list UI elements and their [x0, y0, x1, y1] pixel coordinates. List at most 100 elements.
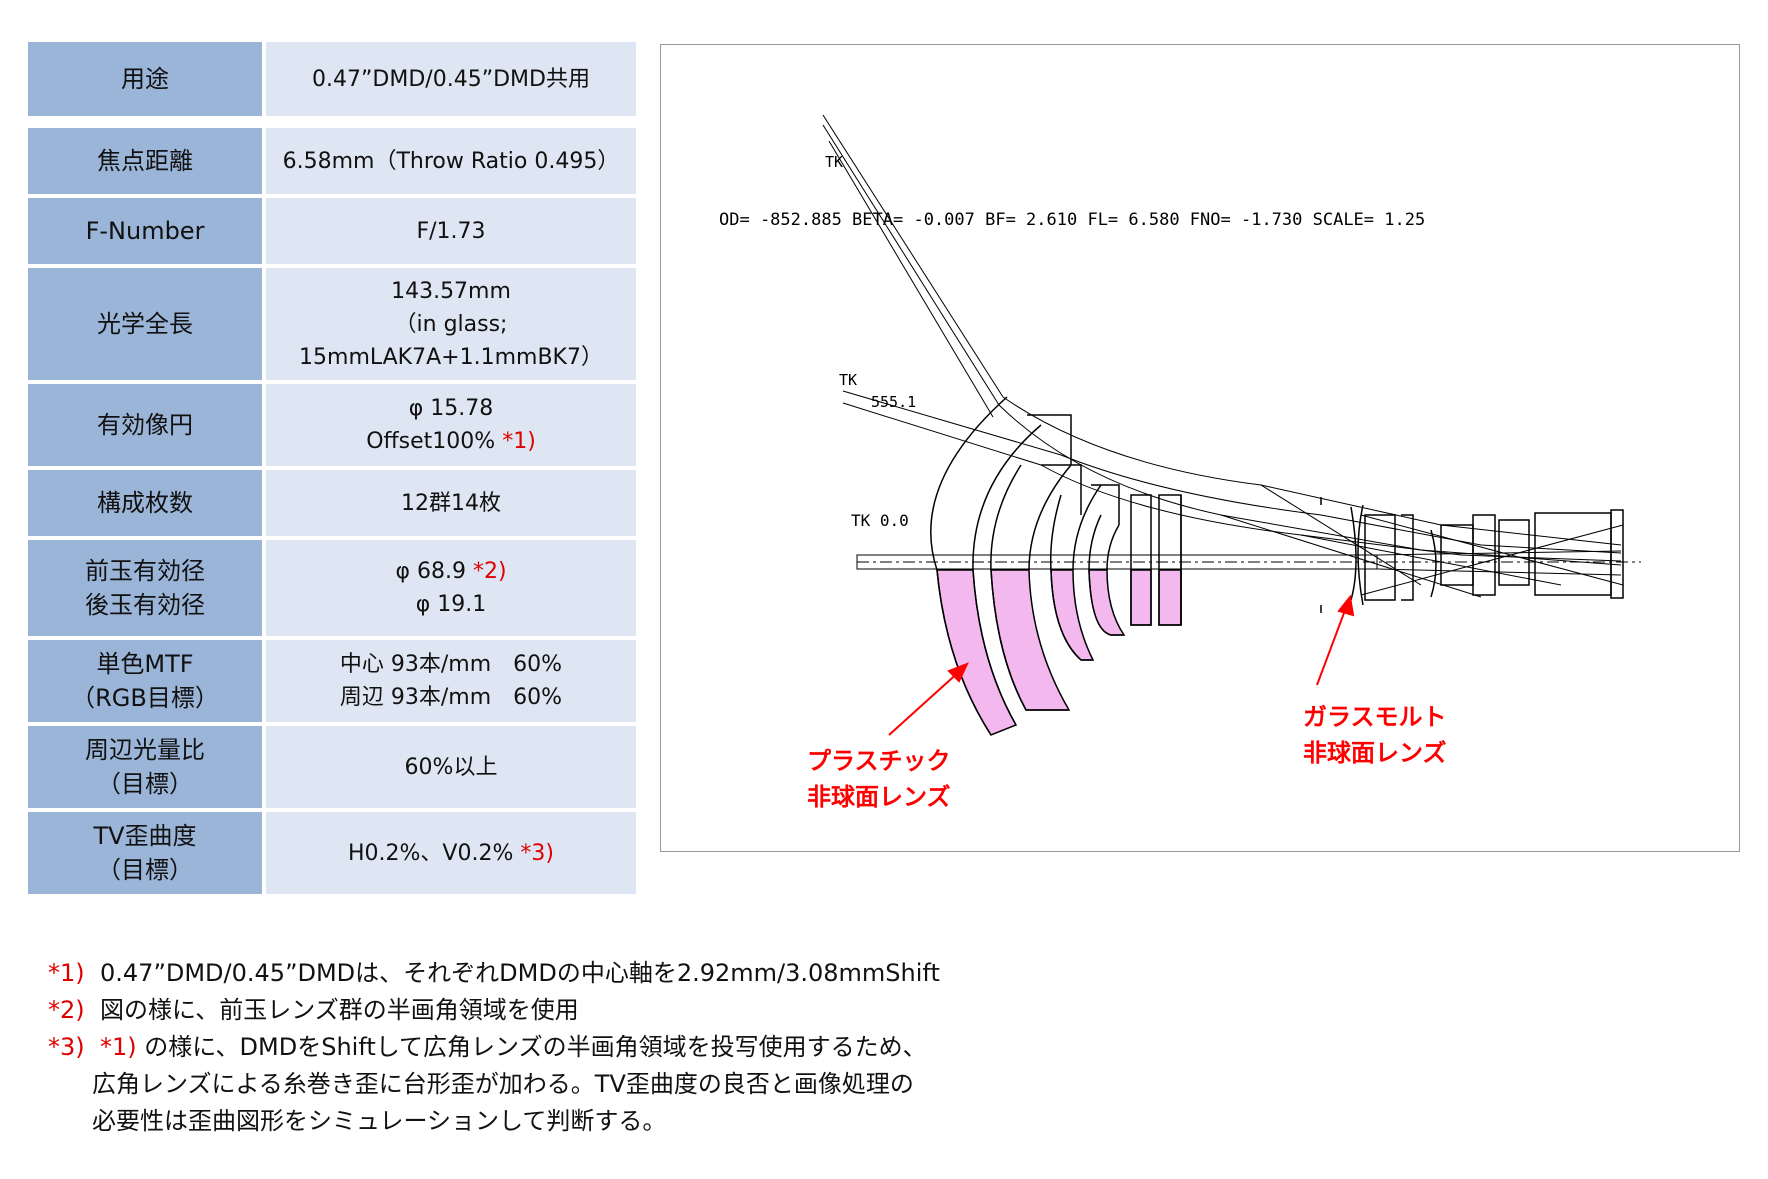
spec-row: 光学全長 143.57mm （in glass; 15mmLAK7A+1.1mmBK7…	[28, 268, 636, 384]
spec-value: 60%以上	[266, 726, 636, 812]
footnote: *2) 図の様に、前玉レンズ群の半画角領域を使用	[48, 992, 1148, 1029]
spec-row: 用途 0.47”DMD/0.45”DMD共用	[28, 42, 636, 128]
footnote: *3) *1) の様に、DMDをShiftして広角レンズの半画角領域を投写使用する…	[48, 1029, 1148, 1140]
footnote-ref: *3)	[520, 840, 554, 866]
callout-arrows	[888, 594, 1355, 736]
field-label-tk-top: TK	[825, 153, 843, 171]
spec-value-text: 0.47”DMD/0.45”DMD共用	[312, 66, 590, 92]
plastic-aspheric-highlight	[936, 569, 1182, 736]
spec-value-text: φ 68.9	[395, 559, 466, 584]
spec-label: 有効像円	[28, 384, 266, 470]
footnote-text: 図の様に、前玉レンズ群の半画角領域を使用	[100, 996, 579, 1024]
spec-label-line: （RGB目標）	[71, 684, 219, 712]
diagram-header: OD= -852.885 BETA= -0.007 BF= 2.610 FL= …	[719, 210, 1425, 230]
spec-value-text: φ 19.1	[415, 592, 487, 617]
footnote-mark: *2)	[48, 996, 85, 1024]
plastic-aspheric-label-line1: プラスチック	[807, 747, 951, 775]
spec-label-line: 焦点距離	[97, 147, 193, 175]
spec-value-text: 中心 93本/mm 60%	[339, 652, 563, 677]
spec-label-line: 用途	[121, 65, 169, 93]
spec-label-line: F-Number	[85, 217, 205, 245]
spec-value: 中心 93本/mm 60% 周辺 93本/mm 60%	[266, 640, 636, 726]
lens-layout-drawing: OD= -852.885 BETA= -0.007 BF= 2.610 FL= …	[719, 114, 1641, 811]
spec-value-line: 12群14枚	[266, 487, 636, 520]
footnote-mark: *1)	[48, 959, 85, 987]
spec-value: φ 68.9 *2) φ 19.1	[266, 540, 636, 640]
footnote-ref: *1)	[502, 429, 536, 454]
spec-label-line: 構成枚数	[97, 489, 193, 517]
spec-label: 光学全長	[28, 268, 266, 384]
spec-value: 0.47”DMD/0.45”DMD共用	[266, 42, 636, 128]
spec-value-text: 143.57mm	[391, 278, 511, 304]
spec-label: 単色MTF （RGB目標）	[28, 640, 266, 726]
footnote-text: 広角レンズによる糸巻き歪に台形歪が加わる。TV歪曲度の良否と画像処理の	[92, 1070, 914, 1098]
spec-label: TV歪曲度 （目標）	[28, 812, 266, 898]
spec-value: 6.58mm（Throw Ratio 0.495）	[266, 128, 636, 198]
footnote-ref: *1)	[100, 1033, 137, 1061]
spec-value-line: φ 19.1	[266, 588, 636, 621]
spec-row: 構成枚数 12群14枚	[28, 470, 636, 540]
spec-value-text: 周辺 93本/mm 60%	[339, 685, 563, 710]
spec-value-text: 15mmLAK7A+1.1mmBK7）	[299, 344, 603, 370]
spec-row: TV歪曲度 （目標） H0.2%、V0.2% *3)	[28, 812, 636, 898]
spec-value-text: （in glass;	[394, 311, 508, 337]
footnote-text: 必要性は歪曲図形をシミュレーションして判断する。	[92, 1107, 667, 1135]
plastic-aspheric-label-line2: 非球面レンズ	[807, 783, 951, 811]
footnote-ref: *2)	[472, 559, 507, 584]
footnote-mark: *3)	[48, 1033, 85, 1061]
field-label-tk-mid: TK	[839, 371, 857, 389]
spec-value-line: 周辺 93本/mm 60%	[266, 681, 636, 714]
spec-row: 焦点距離 6.58mm（Throw Ratio 0.495）	[28, 128, 636, 198]
spec-label-line: 有効像円	[97, 411, 193, 439]
spec-value-line: 15mmLAK7A+1.1mmBK7）	[266, 341, 636, 374]
spec-label: 構成枚数	[28, 470, 266, 540]
spec-label-line: （目標）	[97, 770, 193, 798]
spec-row: F-Number F/1.73	[28, 198, 636, 268]
spec-value: 12群14枚	[266, 470, 636, 540]
spec-label: F-Number	[28, 198, 266, 268]
spec-value: H0.2%、V0.2% *3)	[266, 812, 636, 898]
spec-value-line: H0.2%、V0.2% *3)	[266, 837, 636, 870]
spec-value-line: 6.58mm（Throw Ratio 0.495）	[266, 145, 636, 178]
lens-diagram: OD= -852.885 BETA= -0.007 BF= 2.610 FL= …	[660, 44, 1740, 852]
footnote-text: 0.47”DMD/0.45”DMDは、それぞれDMDの中心軸を2.92mm/3.…	[100, 959, 940, 987]
spec-label-line: 周辺光量比	[85, 736, 205, 764]
spec-label: 用途	[28, 42, 266, 128]
spec-value-line: F/1.73	[266, 215, 636, 248]
spec-label-line: 前玉有効径	[85, 557, 205, 585]
spec-value-line: φ 68.9 *2)	[266, 555, 636, 588]
footnote-line: 図の様に、前玉レンズ群の半画角領域を使用	[100, 992, 1148, 1029]
spec-label: 焦点距離	[28, 128, 266, 198]
spec-value: F/1.73	[266, 198, 636, 268]
glass-mold-label-line1: ガラスモルト	[1303, 703, 1447, 731]
spec-label: 周辺光量比 （目標）	[28, 726, 266, 812]
spec-table: 用途 0.47”DMD/0.45”DMD共用焦点距離 6.58mm（Throw Ra…	[28, 42, 636, 898]
ray-bundles	[822, 114, 1641, 598]
spec-label-line: TV歪曲度	[93, 822, 197, 850]
spec-label: 前玉有効径後玉有効径	[28, 540, 266, 640]
spec-value-line: （in glass;	[266, 308, 636, 341]
spec-value-text: H0.2%、V0.2%	[348, 840, 514, 866]
spec-value-line: φ 15.78	[266, 392, 636, 425]
field-label-tk-zero: TK 0.0	[851, 511, 909, 530]
spec-label-line: 光学全長	[97, 310, 193, 338]
footnote: *1) 0.47”DMD/0.45”DMDは、それぞれDMDの中心軸を2.92mm…	[48, 955, 1148, 992]
spec-label-line: 後玉有効径	[85, 591, 205, 619]
spec-value-line: Offset100% *1)	[266, 425, 636, 458]
footnotes: *1) 0.47”DMD/0.45”DMDは、それぞれDMDの中心軸を2.92mm…	[48, 955, 1148, 1140]
spec-value-text: 12群14枚	[401, 490, 501, 516]
spec-value-text: Offset100%	[366, 429, 496, 454]
spec-label-line: 単色MTF	[96, 650, 194, 678]
footnote-line: 0.47”DMD/0.45”DMDは、それぞれDMDの中心軸を2.92mm/3.…	[100, 955, 1148, 992]
spec-value-text: F/1.73	[416, 218, 486, 244]
footnote-line: *1) の様に、DMDをShiftして広角レンズの半画角領域を投写使用するため、	[100, 1029, 1148, 1066]
field-label-555: 555.1	[871, 393, 916, 411]
footnote-line: 広角レンズによる糸巻き歪に台形歪が加わる。TV歪曲度の良否と画像処理の	[92, 1066, 1148, 1103]
spec-value-line: 0.47”DMD/0.45”DMD共用	[266, 63, 636, 96]
spec-label-line: （目標）	[97, 856, 193, 884]
lens-elements	[930, 396, 1624, 736]
spec-value-text: 60%以上	[404, 754, 498, 780]
